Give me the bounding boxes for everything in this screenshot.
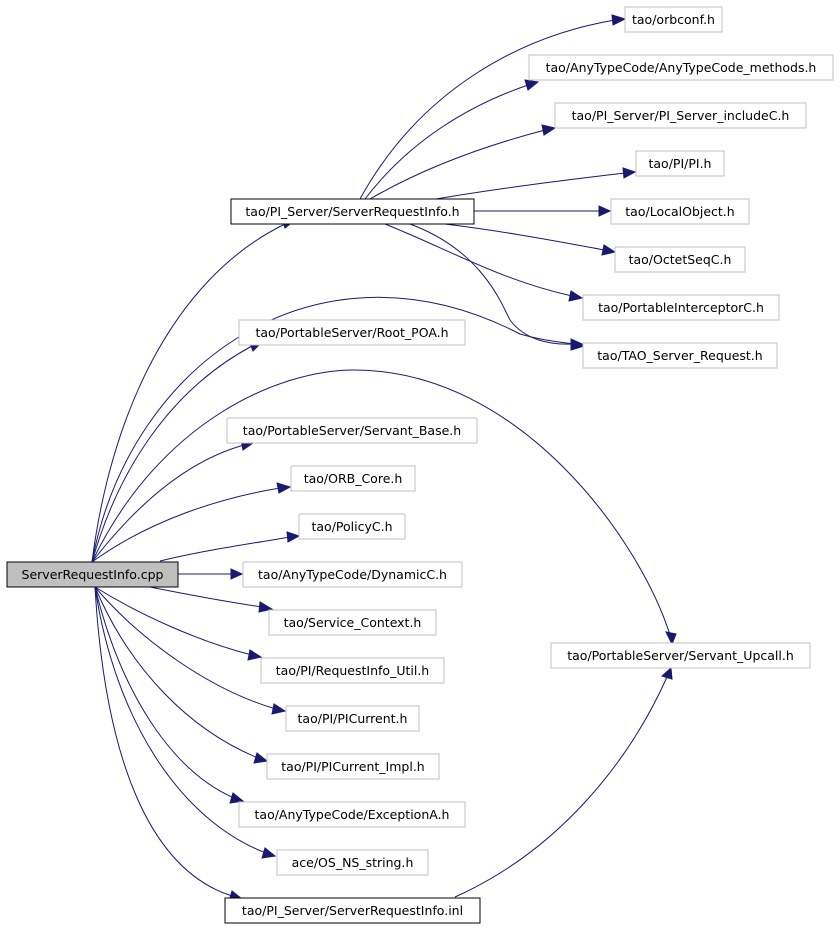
- node-localobject-h[interactable]: tao/LocalObject.h: [610, 198, 750, 225]
- edge-root-to-exceptiona: [94, 586, 235, 799]
- node-service-context-h[interactable]: tao/Service_Context.h: [268, 609, 437, 636]
- edge-root-to-service-context: [149, 586, 263, 608]
- node-servant-base-h[interactable]: tao/PortableServer/Servant_Base.h: [226, 417, 478, 444]
- node-label: tao/AnyTypeCode/DynamicC.h: [258, 567, 447, 582]
- node-portableinterceptorc-h[interactable]: tao/PortableInterceptorC.h: [582, 294, 780, 321]
- edge-root-to-requestinfo-util: [94, 586, 253, 656]
- node-label: tao/PortableServer/Servant_Upcall.h: [567, 648, 794, 663]
- arrowhead: [568, 290, 584, 302]
- node-orb-core-h[interactable]: tao/ORB_Core.h: [290, 465, 416, 492]
- node-label: tao/PortableInterceptorC.h: [598, 300, 764, 315]
- arrowhead: [570, 338, 584, 350]
- node-orbconf-h[interactable]: tao/orbconf.h: [624, 6, 723, 33]
- edge-root-to-picurrent: [94, 586, 277, 710]
- arrowhead: [230, 568, 244, 580]
- edge-sri-h-to-portableinterceptor: [384, 223, 573, 297]
- node-label: tao/AnyTypeCode/AnyTypeCode_methods.h: [546, 60, 817, 75]
- edge-sri-h-to-orbconf: [359, 19, 616, 200]
- edge-sri-inl-to-servant-upcall: [454, 676, 668, 898]
- node-tao-server-request-h[interactable]: tao/TAO_Server_Request.h: [582, 342, 778, 369]
- edge-sri-h-to-pi-h: [435, 172, 626, 200]
- edge-root-to-policyc: [159, 536, 291, 562]
- arrowhead: [665, 631, 677, 646]
- node-server-request-info-h[interactable]: tao/PI_Server/ServerRequestInfo.h: [230, 198, 475, 225]
- node-label: tao/PI_Server/PI_Server_includeC.h: [572, 108, 790, 123]
- node-label: tao/ORB_Core.h: [304, 471, 403, 486]
- edge-root-to-sri-inl: [94, 586, 233, 897]
- edge-root-to-tao-server-request: [91, 296, 575, 563]
- edge-root-to-orb-core: [91, 487, 281, 563]
- node-octetseqc-h[interactable]: tao/OctetSeqC.h: [614, 246, 746, 273]
- arrowhead: [611, 14, 627, 26]
- node-label: tao/PI/PICurrent.h: [298, 711, 408, 726]
- node-pi-h[interactable]: tao/PI/PI.h: [635, 150, 725, 177]
- node-pi-server-includec-h[interactable]: tao/PI_Server/PI_Server_includeC.h: [554, 102, 807, 129]
- edge-sri-h-to-pi-server-include: [369, 129, 546, 200]
- edge-root-to-servant-base: [91, 444, 245, 563]
- edge-root-to-servant-upcall: [91, 369, 671, 636]
- arrowhead: [524, 79, 540, 91]
- node-label: ServerRequestInfo.cpp: [22, 567, 164, 582]
- arrowhead: [253, 752, 269, 764]
- node-label: tao/PortableServer/Servant_Base.h: [243, 423, 461, 438]
- edge-root-to-root-poa: [91, 345, 253, 563]
- node-dynamicc-h[interactable]: tao/AnyTypeCode/DynamicC.h: [242, 561, 463, 588]
- node-policyc-h[interactable]: tao/PolicyC.h: [298, 513, 406, 540]
- node-os-ns-string-h[interactable]: ace/OS_NS_string.h: [276, 849, 429, 876]
- node-label: tao/PI/PI.h: [649, 156, 712, 171]
- node-server-request-info-cpp[interactable]: ServerRequestInfo.cpp: [6, 561, 179, 588]
- node-label: tao/LocalObject.h: [625, 204, 734, 219]
- node-label: tao/PI/RequestInfo_Util.h: [276, 663, 429, 678]
- node-server-request-info-inl[interactable]: tao/PI_Server/ServerRequestInfo.inl: [224, 897, 481, 924]
- node-label: tao/PolicyC.h: [312, 519, 393, 534]
- arrowhead: [598, 205, 612, 217]
- node-exceptiona-h[interactable]: tao/AnyTypeCode/ExceptionA.h: [238, 801, 466, 828]
- edge-sri-h-to-anytype-methods: [364, 84, 529, 200]
- arrowhead: [229, 792, 245, 804]
- edge-root-to-os-ns-string: [94, 586, 267, 854]
- arrowhead: [660, 666, 673, 680]
- arrowhead: [622, 167, 637, 179]
- edge-root-to-picurrent-impl: [94, 586, 259, 759]
- node-root-poa-h[interactable]: tao/PortableServer/Root_POA.h: [238, 319, 466, 346]
- edge-root-to-sri-h: [91, 223, 286, 563]
- node-label: ace/OS_NS_string.h: [292, 855, 414, 870]
- node-label: tao/PI_Server/ServerRequestInfo.inl: [242, 903, 463, 918]
- arrowhead: [261, 847, 277, 859]
- node-label: tao/PI/PICurrent_Impl.h: [281, 759, 424, 774]
- arrowhead: [247, 649, 263, 661]
- node-label: tao/orbconf.h: [632, 12, 715, 27]
- arrowhead: [286, 531, 301, 543]
- node-label: tao/OctetSeqC.h: [629, 252, 732, 267]
- arrowhead: [541, 124, 557, 136]
- node-picurrent-impl-h[interactable]: tao/PI/PICurrent_Impl.h: [266, 753, 440, 780]
- edge-sri-h-to-octetseq: [444, 223, 606, 251]
- node-label: tao/PortableServer/Root_POA.h: [255, 325, 448, 340]
- node-label: tao/TAO_Server_Request.h: [597, 348, 762, 363]
- node-requestinfo-util-h[interactable]: tao/PI/RequestInfo_Util.h: [260, 657, 445, 684]
- node-servant-upcall-h[interactable]: tao/PortableServer/Servant_Upcall.h: [550, 642, 811, 669]
- arrowhead: [276, 482, 292, 494]
- node-label: tao/Service_Context.h: [284, 615, 422, 630]
- node-label: tao/PI_Server/ServerRequestInfo.h: [245, 204, 459, 219]
- arrowhead: [601, 244, 617, 256]
- node-label: tao/AnyTypeCode/ExceptionA.h: [255, 807, 450, 822]
- edge-sri-h-to-tao-server-request: [409, 223, 573, 345]
- node-anytypecode-methods-h[interactable]: tao/AnyTypeCode/AnyTypeCode_methods.h: [528, 54, 834, 81]
- arrowhead: [271, 703, 287, 715]
- node-picurrent-h[interactable]: tao/PI/PICurrent.h: [285, 705, 420, 732]
